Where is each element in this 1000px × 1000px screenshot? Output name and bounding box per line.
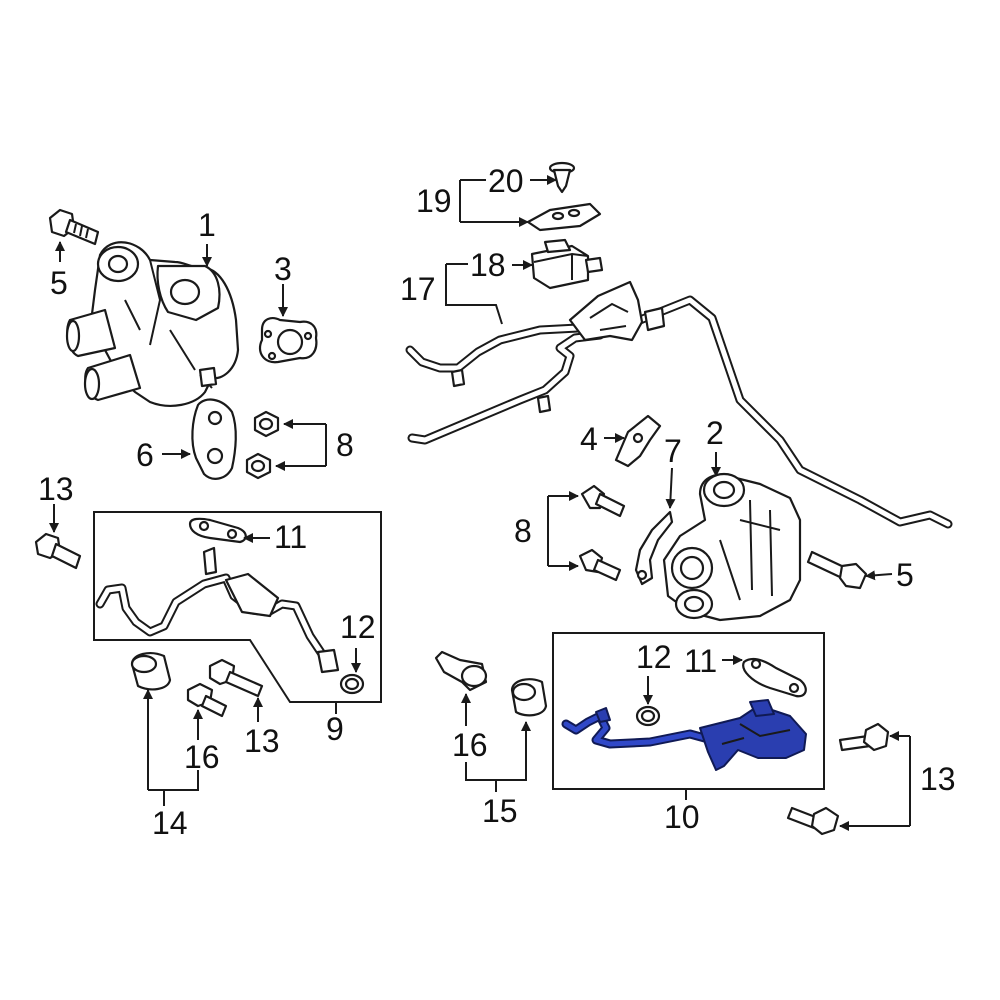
oring-12-left[interactable] [339, 673, 365, 695]
bolt-16-center[interactable] [434, 650, 488, 692]
callout-8-left: 8 [336, 427, 354, 463]
bolt-8-upper-left[interactable] [253, 410, 280, 438]
callout-3: 3 [274, 251, 292, 287]
pressure-sensor-18[interactable] [530, 238, 604, 290]
callout-13-mid: 13 [244, 723, 280, 759]
assembly-9-frame [93, 511, 382, 703]
callout-15: 15 [482, 793, 518, 829]
callout-labels: 1 5 3 6 8 20 19 18 17 4 2 7 8 5 13 11 12… [38, 163, 956, 841]
bolt-5-left[interactable] [48, 208, 100, 246]
gasket-7[interactable] [634, 510, 674, 586]
assembly-10-frame [552, 632, 825, 790]
bolt-13-left-top[interactable] [34, 532, 82, 570]
heat-shield-4[interactable] [614, 414, 662, 468]
callout-20: 20 [488, 163, 524, 199]
sensor-bracket-19[interactable] [526, 202, 602, 232]
callout-6: 6 [136, 437, 154, 473]
oring-12-right[interactable] [635, 705, 661, 727]
bolt-13-mid[interactable] [208, 658, 264, 698]
callout-18: 18 [470, 247, 506, 283]
callout-10: 10 [664, 799, 700, 835]
gasket-11-left[interactable] [188, 517, 247, 544]
bolt-13-right-upper[interactable] [838, 722, 890, 752]
grommet-14[interactable] [130, 652, 172, 691]
callout-8-right: 8 [514, 513, 532, 549]
leader-lines [49, 175, 911, 831]
callout-13-right: 13 [920, 761, 956, 797]
callout-17: 17 [400, 271, 436, 307]
stud-8-upper-right[interactable] [580, 484, 626, 518]
oil-return-tube-10[interactable] [561, 699, 807, 771]
callout-12-right: 12 [636, 639, 672, 675]
callout-4: 4 [580, 421, 598, 457]
callout-1: 1 [198, 207, 216, 243]
push-pin-20[interactable] [548, 161, 576, 194]
stud-8-lower-right[interactable] [578, 548, 622, 582]
bolt-16-left[interactable] [186, 682, 228, 718]
callout-19: 19 [416, 183, 452, 219]
bracket-6[interactable] [191, 398, 237, 480]
callout-16-left: 16 [184, 739, 220, 775]
oil-tube-9[interactable] [95, 546, 340, 674]
callout-9: 9 [326, 711, 344, 747]
turbocharger-left[interactable] [65, 241, 240, 407]
callout-11-left: 11 [274, 519, 307, 555]
callout-5-left: 5 [50, 265, 68, 301]
gasket-3[interactable] [258, 317, 318, 364]
callout-14: 14 [152, 805, 188, 841]
callout-12-left: 12 [340, 609, 376, 645]
bolt-8-lower-left[interactable] [245, 452, 272, 480]
bolt-5-right[interactable] [806, 550, 868, 590]
callout-5-right: 5 [896, 557, 914, 593]
turbocharger-right[interactable] [662, 472, 802, 622]
callout-7: 7 [664, 433, 682, 469]
grommet-15[interactable] [510, 678, 548, 717]
callout-13-topleft: 13 [38, 471, 74, 507]
coolant-tube-17[interactable] [405, 280, 953, 529]
gasket-11-right[interactable] [742, 658, 807, 698]
callout-2: 2 [706, 415, 724, 451]
callout-16-center: 16 [452, 727, 488, 763]
bolt-13-right-lower[interactable] [786, 806, 840, 836]
callout-11-right: 11 [684, 643, 717, 679]
